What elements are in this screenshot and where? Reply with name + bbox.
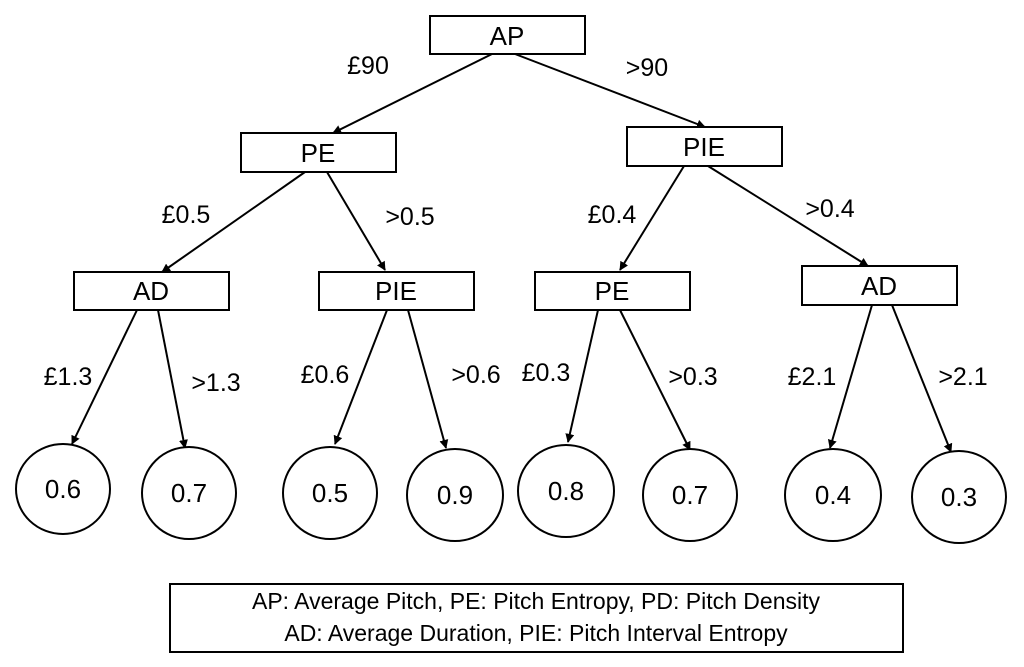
edge-pe-right: [326, 171, 386, 271]
edge-label-pie2-right: >0.6: [451, 361, 500, 389]
edge-label-pe2-right: >0.3: [668, 363, 717, 391]
edge-label-ad-left: £1.3: [44, 363, 93, 391]
node-ad-label: AD: [133, 276, 169, 306]
edge-label-pe2-left: £0.3: [522, 359, 571, 387]
edge-label-ad2-left: £2.1: [788, 363, 837, 391]
node-root-label: AP: [490, 21, 525, 51]
node-pe-2: PE: [534, 271, 691, 311]
edge-label-pie-right: >0.4: [805, 195, 854, 223]
leaf-value: 0.4: [815, 480, 851, 510]
edge-pie-right: [707, 165, 869, 267]
node-pe-label: PE: [301, 138, 336, 168]
node-ad-2-label: AD: [861, 271, 897, 301]
leaf-node: 0.7: [141, 446, 237, 540]
edge-label-root-right: >90: [626, 54, 668, 82]
node-pe-2-label: PE: [595, 276, 630, 306]
edge-root-right: [514, 53, 706, 129]
edges: [71, 53, 953, 453]
node-pie: PIE: [626, 126, 783, 167]
node-pie-2: PIE: [318, 271, 475, 311]
leaf-value: 0.7: [171, 478, 207, 508]
node-root: AP: [429, 15, 586, 55]
leaf-node: 0.7: [642, 448, 738, 542]
leaf-node: 0.9: [406, 448, 504, 542]
edge-label-ad-right: >1.3: [191, 369, 240, 397]
leaf-node: 0.6: [15, 443, 111, 535]
edge-label-root-left: £90: [347, 52, 389, 80]
legend-line-1: AP: Average Pitch, PE: Pitch Entropy, PD…: [252, 588, 821, 614]
edge-root-left: [332, 53, 493, 134]
leaf-value: 0.8: [548, 476, 584, 506]
edge-pie2-right: [407, 309, 449, 449]
leaf-value: 0.3: [941, 482, 977, 512]
edge-labels: £90 >90 £0.5 >0.5 £0.4 >0.4 £1.3 >1.3 £0…: [44, 52, 988, 397]
edge-label-ad2-right: >2.1: [938, 363, 987, 391]
edge-pie2-left: [333, 309, 388, 445]
edge-label-pe-left: £0.5: [162, 201, 211, 229]
edge-ad2-right: [891, 304, 953, 453]
leaf-value: 0.5: [312, 478, 348, 508]
leaf-node: 0.3: [911, 450, 1007, 544]
edge-pie-left: [619, 165, 685, 271]
leaf-value: 0.7: [672, 480, 708, 510]
edge-pe-left: [161, 171, 306, 273]
edge-pe2-left: [565, 309, 599, 443]
edge-label-pie2-left: £0.6: [301, 361, 350, 389]
edge-label-pe-right: >0.5: [385, 203, 434, 231]
leaf-node: 0.5: [282, 446, 378, 540]
edge-ad-right: [157, 309, 188, 449]
leaf-value: 0.6: [45, 474, 81, 504]
node-pie-2-label: PIE: [375, 276, 417, 306]
leaf-node: 0.8: [517, 444, 615, 538]
edge-ad-left: [71, 309, 138, 445]
legend-box: AP: Average Pitch, PE: Pitch Entropy, PD…: [169, 583, 904, 653]
node-ad-2: AD: [801, 265, 958, 306]
node-pie-label: PIE: [683, 132, 725, 162]
edge-ad2-left: [827, 304, 873, 449]
edge-label-pie-left: £0.4: [588, 201, 637, 229]
legend-line-2: AD: Average Duration, PIE: Pitch Interva…: [284, 620, 788, 646]
leaf-value: 0.9: [437, 480, 473, 510]
edge-pe2-right: [619, 309, 691, 451]
leaf-node: 0.4: [784, 448, 882, 542]
node-ad: AD: [73, 271, 230, 311]
leaves: 0.6 0.7 0.5 0.9 0.8 0.7 0.4 0.3: [15, 443, 1007, 544]
node-pe: PE: [240, 132, 397, 173]
